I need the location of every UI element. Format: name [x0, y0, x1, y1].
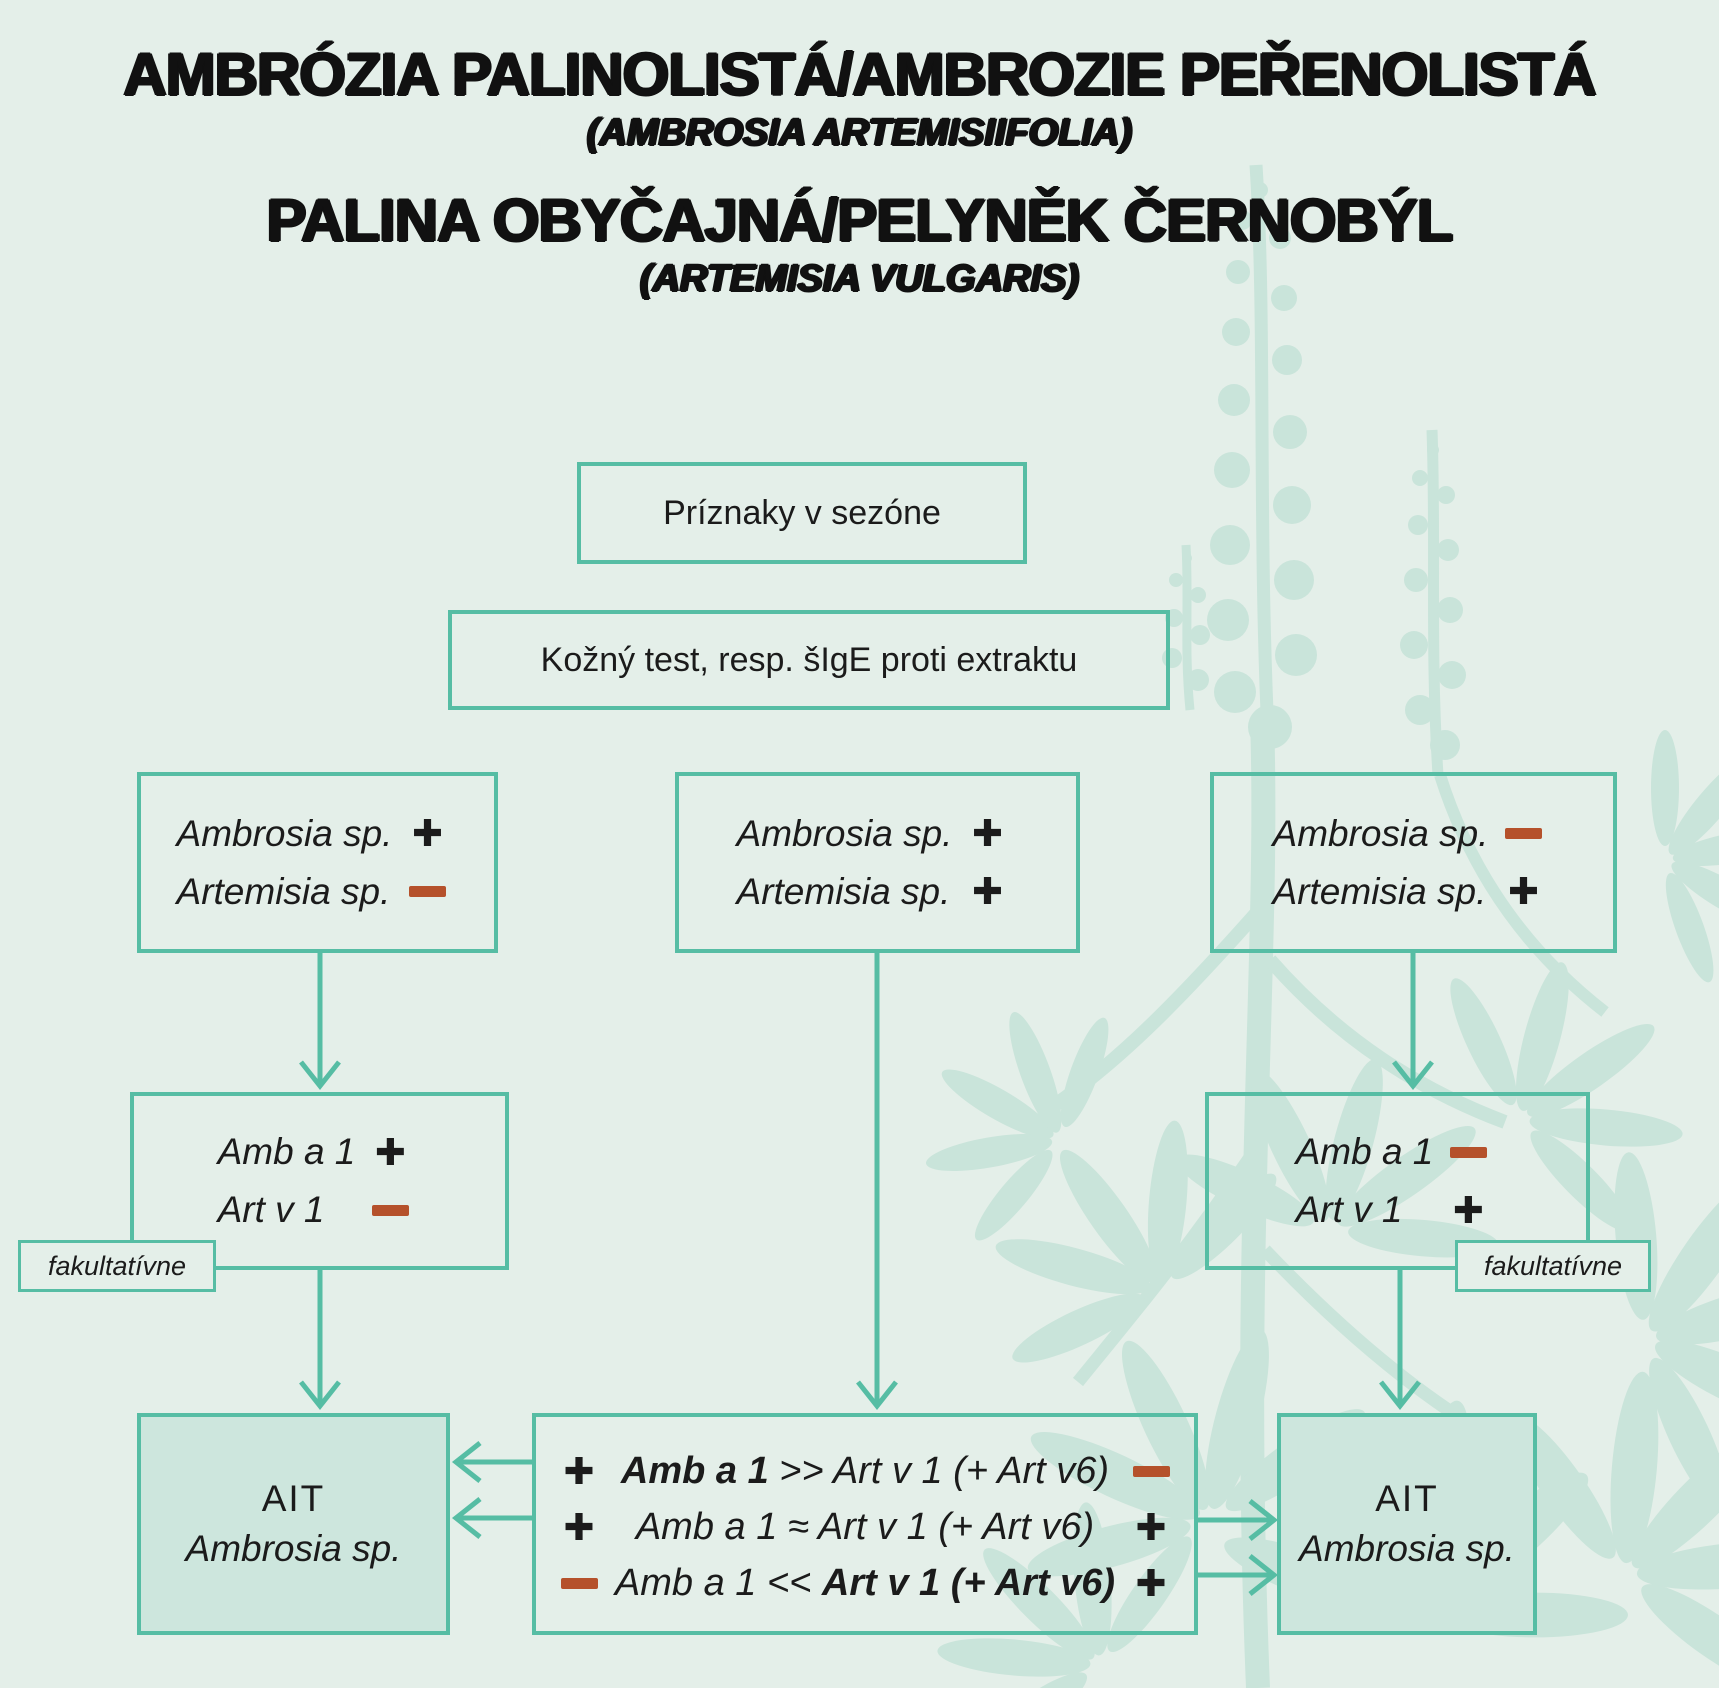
component-label: Art v 1	[217, 1189, 325, 1230]
skin-test-box: Kožný test, resp. šIgE proti extraktu	[448, 610, 1170, 710]
result-sign-icon	[1126, 1561, 1176, 1605]
species-label: Artemisia sp.	[736, 870, 951, 912]
skin-test-label: Kožný test, resp. šIgE proti extraktu	[540, 640, 1078, 679]
result-sign-icon	[1443, 1188, 1493, 1232]
result-sign-icon	[365, 1130, 415, 1174]
comparison-row: Amb a 1 ≈ Art v 1 (+ Art v6)	[554, 1499, 1176, 1555]
species-label: Artemisia sp.	[176, 870, 391, 912]
serology-box-right: Ambrosia sp. Artemisia sp.	[1210, 772, 1617, 953]
result-sign-icon	[554, 1561, 604, 1605]
species-label: Ambrosia sp.	[176, 812, 393, 854]
ait-box-left: AIT Ambrosia sp.	[137, 1413, 450, 1635]
result-sign-icon	[1443, 1130, 1493, 1174]
serology-box-center: Ambrosia sp. Artemisia sp.	[675, 772, 1080, 953]
result-sign-icon	[402, 812, 452, 856]
result-sign-icon	[1126, 1505, 1176, 1549]
symptoms-box: Príznaky v sezóne	[577, 462, 1027, 564]
result-sign-icon	[554, 1449, 604, 1493]
result-sign-icon	[365, 1188, 415, 1232]
ait-species: Ambrosia sp.	[1299, 1528, 1515, 1569]
comparison-part: Amb a 1	[620, 1449, 769, 1492]
comparison-row: Amb a 1 >> Art v 1 (+ Art v6)	[554, 1443, 1176, 1499]
species-label: Ambrosia sp.	[1272, 812, 1489, 854]
result-sign-icon	[554, 1505, 604, 1549]
result-sign-icon	[402, 870, 452, 914]
page-title: AMBRÓZIA PALINOLISTÁ/AMBROZIE PEŘENOLIST…	[123, 41, 1596, 108]
comparison-text: Amb a 1 ≈ Art v 1 (+ Art v6)	[604, 1506, 1126, 1549]
symptoms-label: Príznaky v sezóne	[663, 493, 941, 532]
facultative-note-left: fakultatívne	[18, 1240, 216, 1292]
ait-species: Ambrosia sp.	[185, 1528, 402, 1569]
comparison-part: Amb a 1 ≈ Art v 1 (+ Art v6)	[635, 1505, 1095, 1548]
facultative-label: fakultatívne	[1483, 1250, 1623, 1281]
species-label: Artemisia sp.	[1272, 870, 1487, 912]
ait-box-right: AIT Ambrosia sp.	[1277, 1413, 1537, 1635]
comparison-box: Amb a 1 >> Art v 1 (+ Art v6) Amb a 1 ≈ …	[532, 1413, 1198, 1635]
serology-box-left: Ambrosia sp. Artemisia sp.	[137, 772, 498, 953]
ait-label: AIT	[261, 1478, 326, 1519]
result-sign-icon	[962, 870, 1012, 914]
comparison-part: >> Art v 1 (+ Art v6)	[768, 1449, 1110, 1492]
ait-label: AIT	[1375, 1478, 1439, 1519]
facultative-label: fakultatívne	[47, 1250, 187, 1281]
comparison-part: Art v 1 (+ Art v6)	[821, 1561, 1116, 1604]
component-label: Amb a 1	[217, 1131, 356, 1172]
species-label: Ambrosia sp.	[736, 812, 953, 854]
component-label: Amb a 1	[1295, 1131, 1434, 1172]
comparison-row: Amb a 1 << Art v 1 (+ Art v6)	[554, 1555, 1176, 1611]
component-box-left: Amb a 1 Art v 1	[130, 1092, 509, 1270]
page-title-2: PALINA OBYČAJNÁ/PELYNĚK ČERNOBÝL	[266, 187, 1454, 254]
latin-subtitle-2: (ARTEMISIA VULGARIS)	[639, 258, 1080, 300]
result-sign-icon	[1498, 812, 1548, 856]
latin-subtitle: (AMBROSIA ARTEMISIIFOLIA)	[586, 112, 1133, 154]
result-sign-icon	[1126, 1449, 1176, 1493]
component-box-right: Amb a 1 Art v 1	[1205, 1092, 1590, 1270]
component-label: Art v 1	[1295, 1189, 1403, 1230]
result-sign-icon	[1498, 870, 1548, 914]
comparison-text: Amb a 1 >> Art v 1 (+ Art v6)	[604, 1450, 1126, 1493]
result-sign-icon	[962, 812, 1012, 856]
comparison-part: Amb a 1 <<	[614, 1561, 822, 1604]
comparison-text: Amb a 1 << Art v 1 (+ Art v6)	[604, 1562, 1126, 1605]
facultative-note-right: fakultatívne	[1455, 1240, 1651, 1292]
